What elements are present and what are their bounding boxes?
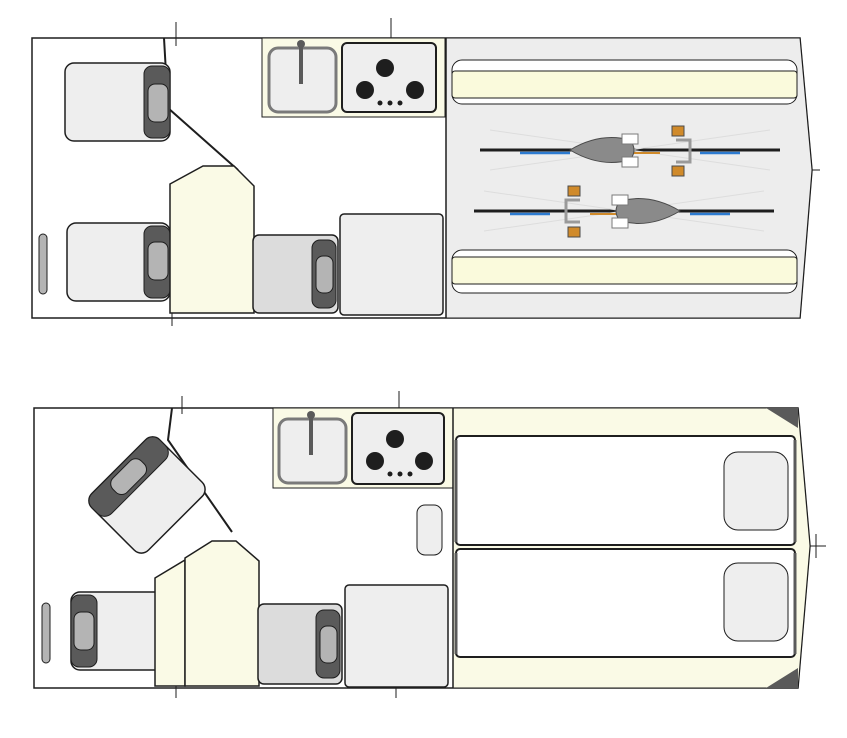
fridge (344, 584, 449, 688)
cab-partition (163, 37, 239, 171)
bicycle-1 (480, 125, 780, 177)
passenger-seat (66, 222, 171, 302)
corner-wedge (766, 668, 798, 688)
cabinet (169, 165, 255, 314)
driver-seat (64, 62, 171, 142)
pillow-1 (723, 451, 789, 531)
small-cushion (416, 504, 443, 556)
door-handle (38, 233, 48, 295)
layout-sleeping (33, 391, 826, 698)
pillow-2 (723, 562, 789, 642)
bed-lower (454, 548, 797, 658)
rear-seat-bench (257, 603, 343, 685)
kitchen-sink (277, 411, 348, 485)
door-handle (41, 602, 51, 664)
cabinet (154, 558, 186, 687)
side-bench-left (451, 59, 798, 105)
swivel-seat (88, 436, 206, 554)
cabinet (184, 540, 260, 687)
kitchen-sink (267, 40, 338, 114)
side-bench-right (451, 249, 798, 294)
corner-wedge (766, 408, 798, 428)
bed-upper (454, 435, 797, 546)
gas-hob (351, 412, 445, 485)
gas-hob (341, 42, 437, 113)
cab-partition (166, 407, 233, 533)
fridge (339, 213, 444, 316)
bicycle-2 (474, 185, 774, 238)
rear-seat-bench (252, 234, 339, 314)
layout-bike-transport (31, 18, 820, 326)
